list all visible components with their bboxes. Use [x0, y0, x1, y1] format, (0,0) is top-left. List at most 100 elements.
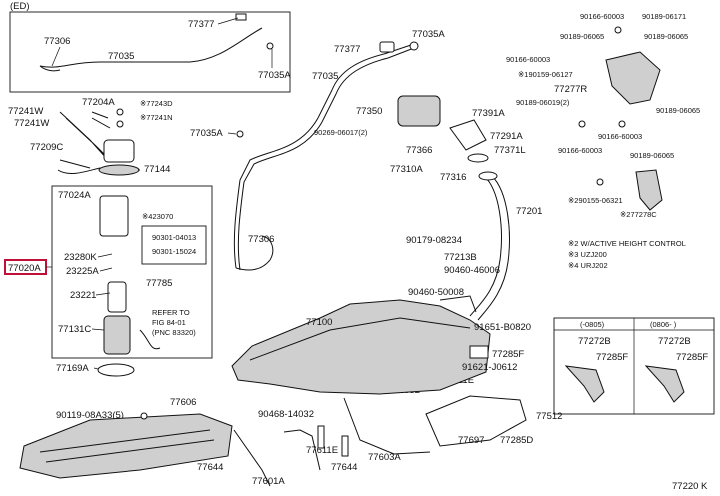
label-91621-J0612: 91621-J0612: [462, 362, 517, 373]
label-77377: 77377: [188, 19, 214, 30]
pump-assembly-box: [51, 185, 213, 359]
label-77241N-star: ※77241N: [140, 113, 173, 122]
label-77201: 77201: [516, 206, 542, 217]
diagram-code: 77220 K: [672, 481, 708, 492]
label-77316: 77316: [440, 172, 466, 183]
fuel-filler-housing: [397, 95, 441, 127]
label-77243D: ※77243D: [140, 99, 173, 108]
note-uzj200: ※3 UZJ200: [568, 250, 607, 259]
label-77310A: 77310A: [390, 164, 423, 175]
label-90269-06017: 90269-06017(2): [314, 128, 368, 137]
note-fig: FIG 84-01: [152, 318, 186, 327]
label-77277R: 77277R: [554, 84, 587, 95]
label-77306: 77306: [44, 36, 70, 47]
label-77035A-c: 77035A: [190, 128, 223, 139]
label-77285F-a: 77285F: [492, 349, 524, 360]
label-90460-46006: 90460-46006: [444, 265, 500, 276]
label-77035-b: 77035: [312, 71, 338, 82]
table-77285F-a: 77285F: [596, 352, 628, 363]
label-77306-b: 77306: [248, 234, 274, 245]
strap-center: [283, 397, 431, 471]
label-90179-08234: 90179-08234: [406, 235, 462, 246]
label-77603A: 77603A: [368, 452, 401, 463]
bolt-subbox: [141, 225, 207, 265]
label-90189-06065-a: 90189-06065: [560, 32, 604, 41]
inset-box-top-left: [9, 11, 291, 93]
skid-bracket-upper: [605, 51, 661, 105]
inset-tube: [39, 27, 263, 68]
label-90166-60003-d: 90166-60003: [558, 146, 602, 155]
label-23221: 23221: [70, 290, 96, 301]
label-77291A: 77291A: [490, 131, 523, 142]
inset-clip: [235, 13, 247, 21]
label-77644-a: 77644: [197, 462, 223, 473]
label-90166-60003-a: 90166-60003: [580, 12, 624, 21]
tank-gasket-ring: [97, 363, 135, 377]
label-90189-06171: 90189-06171: [642, 12, 686, 21]
label-90301-04013: 90301-04013: [152, 233, 196, 242]
filler-neck: [469, 175, 510, 321]
label-77020A: 77020A: [8, 263, 41, 274]
main-fuel-tank: [231, 299, 491, 395]
label-77169A: 77169A: [56, 363, 89, 374]
label-90159-06127: ※190159-06127: [518, 70, 573, 79]
label-77644-b: 77644: [331, 462, 357, 473]
label-77241W-2: 77241W: [14, 118, 49, 129]
label-90119-08A33: 90119-08A33(5): [56, 410, 124, 421]
pump-bracket: [99, 195, 129, 237]
label-90460-50008: 90460-50008: [408, 287, 464, 298]
label-90166-60003-c: 90166-60003: [598, 132, 642, 141]
note-pnc: (PNC 83320): [152, 328, 196, 337]
note-urj202: ※4 URJ202: [568, 261, 608, 270]
label-91651-B0820: 91651-B0820: [474, 322, 531, 333]
header-code: (ED): [10, 1, 30, 12]
label-77204A: 77204A: [82, 97, 115, 108]
filler-hose-boot: [449, 119, 487, 151]
pump-body: [107, 281, 127, 313]
label-77697: 77697: [458, 435, 484, 446]
filler-pipe-bracket: [469, 345, 489, 359]
skid-bracket-lower: [635, 169, 663, 211]
label-77100: 77100: [306, 317, 332, 328]
label-77391A: 77391A: [472, 108, 505, 119]
label-90166-60003-b: 90166-60003: [506, 55, 550, 64]
vent-tube: [233, 43, 415, 271]
label-77285D: 77285D: [500, 435, 533, 446]
table-header-2: (0806- ): [650, 320, 677, 329]
table-77272B-a: 77272B: [578, 336, 611, 347]
label-77131C: 77131C: [58, 324, 91, 335]
label-77035: 77035: [108, 51, 134, 62]
label-77350: 77350: [356, 106, 382, 117]
label-23225A: 23225A: [66, 266, 99, 277]
label-23280K: 23280K: [64, 252, 97, 263]
label-90189-06065-d: 90189-06065: [630, 151, 674, 160]
harness-wires: [57, 111, 113, 174]
label-77785: 77785: [146, 278, 172, 289]
label-90189-06065-b: 90189-06065: [644, 32, 688, 41]
note-active-height: ※2 W/ACTIVE HEIGHT CONTROL: [568, 239, 686, 248]
label-90155-06321: ※290155-06321: [568, 196, 623, 205]
label-77371L: 77371L: [494, 145, 526, 156]
label-77377-b: 77377: [334, 44, 360, 55]
label-77512: 77512: [536, 411, 562, 422]
table-77285F-b: 77285F: [676, 352, 708, 363]
label-90468-14032-a: 90468-14032: [258, 409, 314, 420]
strap-left: [233, 429, 271, 487]
label-77213B: 77213B: [444, 252, 477, 263]
note-refer-to: REFER TO: [152, 308, 190, 317]
table-77272B-b: 77272B: [658, 336, 691, 347]
label-77366: 77366: [406, 145, 432, 156]
label-90301-15024: 90301-15024: [152, 247, 196, 256]
label-77024A: 77024A: [58, 190, 91, 201]
label-77035A: 77035A: [258, 70, 291, 81]
table-header-1: (-0805): [580, 320, 605, 329]
pump-filter: [103, 315, 131, 355]
label-77144: 77144: [144, 164, 170, 175]
pump-top-cap: [103, 139, 135, 163]
label-77241W-1: 77241W: [8, 106, 43, 117]
label-77278C: ※277278C: [620, 210, 657, 219]
label-423070: ※423070: [142, 212, 173, 221]
label-77035A-b: 77035A: [412, 29, 445, 40]
label-77601A: 77601A: [252, 476, 285, 487]
